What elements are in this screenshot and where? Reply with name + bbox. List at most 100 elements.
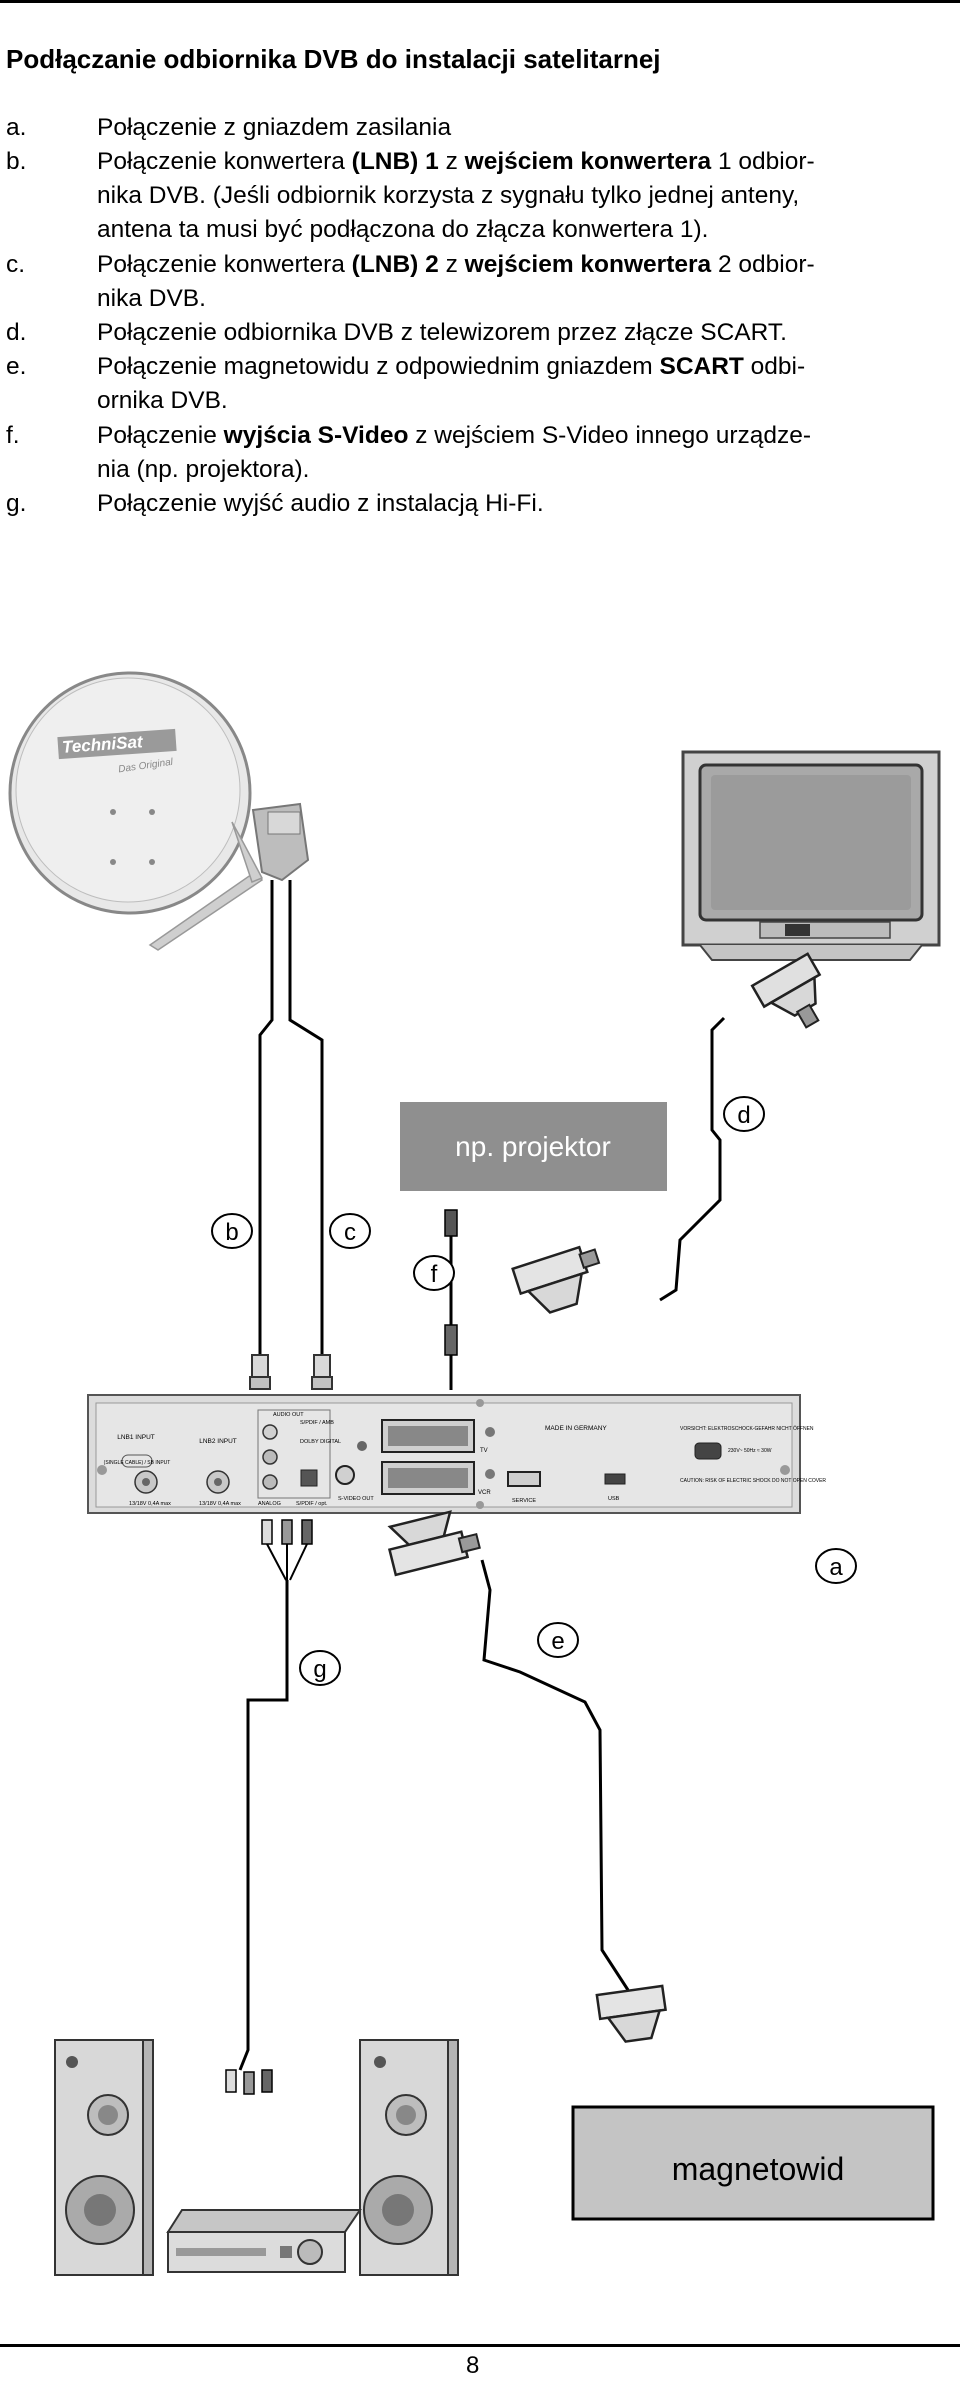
list-item-text: Połączenie z gniazdem zasilania [97,111,952,145]
callout-g: g [299,1650,341,1686]
svideo-out-label: S-VIDEO OUT [338,1496,374,1502]
list-item-line: Połączenie odbiornika DVB z telewizorem … [97,316,952,350]
svg-text:f: f [431,1261,438,1288]
list-item-letter: d. [6,319,27,347]
list-item: a. Połączenie z gniazdem zasilania [6,111,956,145]
dolby-label: DOLBY DIGITAL [300,1439,341,1445]
list-item-line: Połączenie wyjścia S-Video z wejściem S-… [97,419,952,453]
list-item-letter: e. [6,353,27,381]
list-item-text: Połączenie odbiornika DVB z telewizorem … [97,316,952,350]
usb-label: USB [608,1496,620,1502]
vcr-scart-cable [480,1559,630,1991]
callout-a: a [815,1548,857,1584]
text-segment: nia (np. projektora). [97,455,310,483]
list-item: d. Połączenie odbiornika DVB z telewizore… [6,316,956,350]
text-segment: nika DVB. [97,284,206,312]
list-item-line: Połączenie wyjść audio z instalacją Hi-F… [97,487,952,521]
text-segment: 2 odbior- [711,250,815,278]
list-item-line: ornika DVB. [97,384,952,418]
text-segment: z wejściem S-Video innego urządze- [408,421,812,449]
svg-text:e: e [551,1628,564,1655]
list-item-letter: g. [6,490,27,518]
callout-e: e [537,1622,579,1658]
list-item-line: nika DVB. [97,282,952,316]
single-cable-label: (SINGLE CABLE) / SB INPUT [104,1460,171,1466]
projector-label: np. projektor [455,1131,611,1162]
text-segment: Połączenie [97,421,224,449]
warning-label: VORSICHT: ELEKTROSCHOCK-GEFAHR NICHT ÖFF… [680,1425,814,1432]
text-segment: Połączenie konwertera [97,250,352,278]
bold-text: SCART [659,353,744,381]
list-item-line: Połączenie konwertera (LNB) 1 z wejściem… [97,145,952,179]
callout-f: f [413,1255,455,1291]
list-item-text: Połączenie wyjść audio z instalacją Hi-F… [97,487,952,521]
tv-scart-cable [659,1016,726,1302]
analog-label: ANALOG [258,1501,281,1507]
service-port [507,1471,541,1487]
text-segment: Połączenie odbiornika DVB z telewizorem … [97,319,787,347]
svideo-cable [444,1209,458,1390]
tv-socket-label: TV [480,1448,488,1454]
mains-label: 230V~ 50Hz ≈ 30W [728,1448,772,1454]
lnb2-power-label: 13/18V 0,4A max [199,1501,241,1507]
text-segment: z [438,148,465,176]
f-connectors [249,1354,333,1390]
bottom-rule [0,2344,960,2347]
bold-text: wejściem konwertera [464,148,712,176]
list-item-letter: a. [6,114,27,141]
lnb2-label: LNB2 INPUT [199,1438,237,1445]
lnb-cables [258,880,324,1360]
top-rule [0,0,960,3]
list-item-text: Połączenie wyjścia S-Video z wejściem S-… [97,419,952,487]
svg-text:c: c [344,1219,356,1246]
text-segment: nika DVB. (Jeśli odbiornik korzysta z sy… [97,182,800,210]
service-label: SERVICE [512,1498,536,1504]
lnb1-label: LNB1 INPUT [117,1434,155,1441]
svg-text:g: g [313,1656,326,1683]
text-segment: Połączenie konwertera [97,148,352,176]
list-item-letter: b. [6,148,27,176]
text-segment: z [438,250,465,278]
list-item-line: Połączenie konwertera (LNB) 2 z wejściem… [97,248,952,282]
callout-d: d [723,1096,765,1132]
spdif-coax-label: S/PDIF / AMB [300,1420,334,1426]
tv-scart-plug [750,952,822,1029]
text-segment: ornika DVB. [97,387,228,415]
usb-port [604,1473,626,1485]
bold-text: wyjścia S-Video [223,421,409,449]
vcr-socket-label: VCR [478,1490,491,1496]
caution-label: CAUTION: RISK OF ELECTRIC SHOCK DO NOT O… [680,1478,826,1484]
list-item: c. Połączenie konwertera (LNB) 2 z wejści… [6,248,956,316]
svg-text:a: a [829,1554,843,1581]
list-item: g. Połączenie wyjść audio z instalacją Hi… [6,487,956,521]
bold-text: wejściem konwertera [464,250,712,278]
technisat-logo [57,728,177,760]
text-segment: antena ta musi być podłączona do złącza … [97,216,709,244]
list-item-line: Połączenie z gniazdem zasilania [97,111,952,145]
receiver-vcr-scart-plug [387,1510,481,1577]
page-title: Podłączanie odbiornika DVB do instalacji… [6,44,661,74]
list-item-line: nika DVB. (Jeśli odbiornik korzysta z sy… [97,179,952,213]
callout-b: b [211,1213,253,1249]
list-item-text: Połączenie konwertera (LNB) 1 z wejściem… [97,145,952,247]
audio-out-label: AUDIO OUT [273,1412,304,1418]
text-segment: odbi- [743,353,806,381]
callout-c: c [329,1213,371,1249]
dvb-receiver-back-panel: LNB1 INPUT (SINGLE CABLE) / SB INPUT 13/… [87,1394,826,1514]
power-socket [694,1442,722,1460]
receiver-tv-scart-plug [511,1245,601,1314]
bold-text: (LNB) 2 [351,250,439,278]
list-item-text: Połączenie konwertera (LNB) 2 z wejściem… [97,248,952,316]
svg-text:d: d [737,1102,750,1129]
vcr-scart-plug [595,1984,667,2043]
page-number: 8 [466,2352,480,2379]
list-item-letter: c. [6,250,26,278]
bold-text: (LNB) 1 [351,148,439,176]
rca-audio-cables [225,1519,313,2095]
right-speaker [359,2039,459,2276]
list-item: e.Połączenie magnetowidu z odpowiednim g… [6,350,956,418]
text-segment: Połączenie z gniazdem zasilania [97,114,452,141]
svg-text:b: b [225,1219,238,1246]
text-segment: 1 odbior- [711,148,815,176]
